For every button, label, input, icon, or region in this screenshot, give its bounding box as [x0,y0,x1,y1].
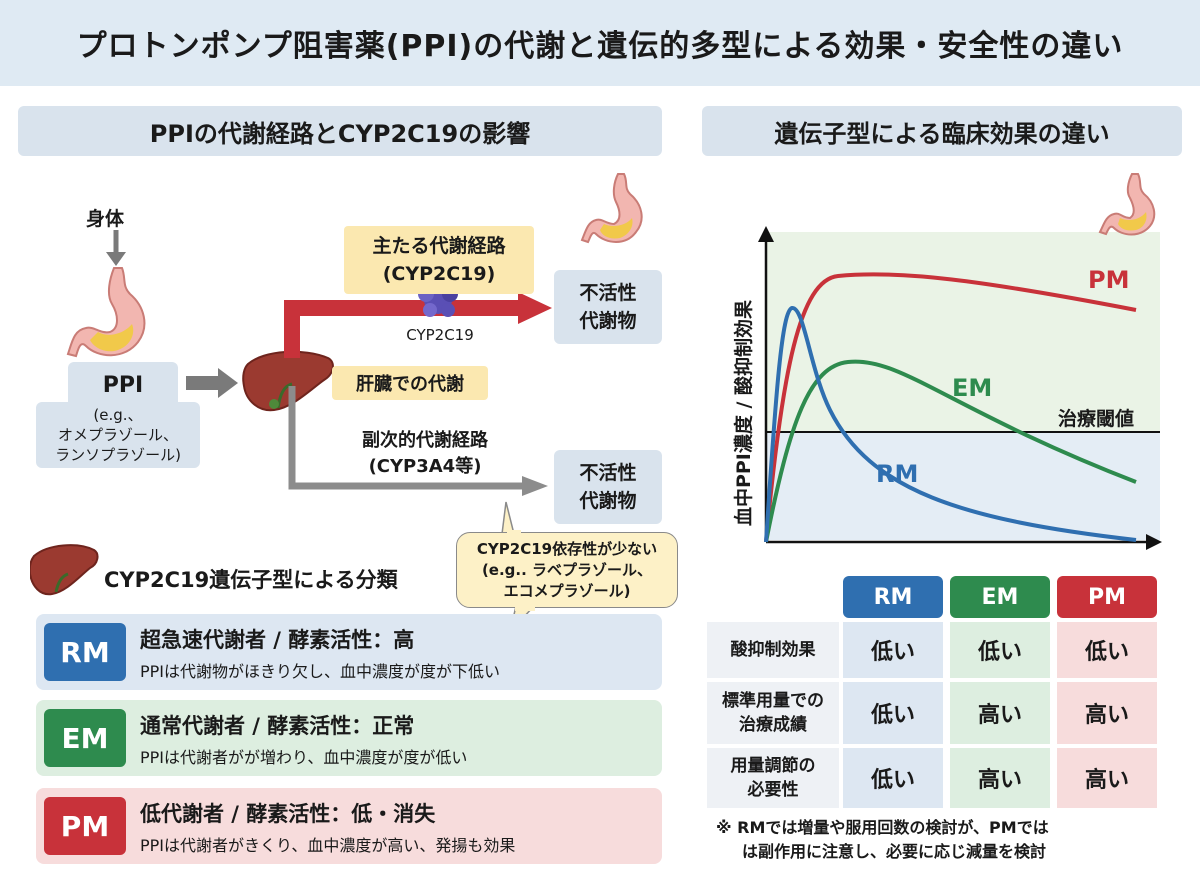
stomach-left-icon [66,267,146,358]
ppi-example-line: オメプラゾール、 [57,426,178,444]
chart-bg-below-threshold [766,432,1160,540]
rm-series-line [764,306,1137,543]
pm-desc: PPIは代謝者がきくり、血中濃度が高い、発揚も効果 [140,836,516,855]
em-desc: PPIは代謝者がが増わり、血中濃度が度が低い [140,748,468,767]
table-row-label: 酸抑制効果 [707,622,839,678]
inactive-metabolite-bottom: 不活性 代謝物 [554,450,662,524]
table-cell: 高い [1057,748,1157,808]
pm-title: 低代謝者 / 酵素活性：低・消失 [140,802,436,826]
rm-badge: RM [44,623,126,681]
card-pm: PM 低代謝者 / 酵素活性：低・消失 PPIは代謝者がきくり、血中濃度が高い、… [36,788,662,864]
rm-desc: PPIは代謝物がほきり欠し、血中濃度が度が下低い [140,662,501,681]
main-pathway-arrow-head [518,292,552,324]
table-cell: 低い [843,748,943,808]
chart-y-axis-arrow [758,226,774,242]
bubble-cover-bottom [515,603,535,611]
liver-center-icon [242,350,334,412]
table-header-rm: RM [843,576,943,618]
sub-pathway-arrow-line [288,386,524,490]
row-label-line: 用量調節の [730,756,816,776]
ppi-example-line: (e.g.、 [93,406,143,424]
body-label: 身体 [86,208,125,230]
footnote-line: ※ RMでは増量や服用回数の検討が、PMでは [716,818,1049,837]
row-label-line: 治療成績 [739,715,807,735]
rm-title: 超急速代謝者 / 酵素活性：高 [140,628,415,652]
em-series-label: EM [952,374,993,402]
ppi-liver-arrow-line [186,376,220,390]
threshold-label: 治療閾値 [1058,408,1135,430]
rm-series-label: RM [876,460,919,488]
table-cell: 低い [950,622,1050,678]
stomach-right-icon [580,173,643,244]
ppi-example-line: ランソプラゾール) [55,446,181,464]
em-badge: EM [44,709,126,767]
inactive-metabolite-top: 不活性 代謝物 [554,270,662,344]
ppi-label: PPI [68,362,178,408]
sub-pathway-enzyme: (CYP3A4等) [368,456,482,477]
sub-pathway-label: 副次的代謝経路 (CYP3A4等) [330,428,520,480]
table-cell: 高い [950,748,1050,808]
page-title: プロトンポンプ阻害薬(PPI)の代謝と遺伝的多型による効果・安全性の違い [0,0,1200,86]
inactive-top-line1: 不活性 [579,282,637,304]
callout-line2: (e.g.. ラベプラゾール、 [481,560,653,579]
sub-pathway-title: 副次的代謝経路 [362,430,488,451]
table-cell: 低い [843,682,943,744]
liver-label: 肝臓での代謝 [332,366,488,400]
table-header-em: EM [950,576,1050,618]
row-label-line: 標準用量での [722,691,824,711]
row-label-line: 酸抑制効果 [730,640,816,660]
footnote: ※ RMでは増量や服用回数の検討が、PMでは は副作用に注意し、必要に応じ減量を… [716,816,1176,864]
classification-heading: CYP2C19遺伝子型による分類 [104,568,398,592]
callout-line3: エコメプラゾール) [503,581,631,600]
pm-series-label: PM [1088,266,1130,294]
main-pathway-title: 主たる代謝経路 [372,235,506,257]
main-pathway-enzyme: (CYP2C19) [382,263,496,285]
liver-small-icon [30,544,99,596]
table-cell: 低い [843,622,943,678]
em-series-line [764,359,1137,543]
stomach-chart-icon [1098,173,1156,236]
footnote-line: は副作用に注意し、必要に応じ減量を検討 [742,842,1047,861]
rabeprazole-callout: CYP2C19依存性が少ない (e.g.. ラベプラゾール、 エコメプラゾール) [456,532,678,608]
chart-x-axis-arrow [1146,534,1162,550]
row-label-line: 必要性 [747,780,799,800]
table-row-label: 標準用量での 治療成績 [707,682,839,744]
ppi-examples: (e.g.、 オメプラゾール、 ランソプラゾール) [36,402,200,468]
main-pathway-box: 主たる代謝経路 (CYP2C19) [344,226,534,294]
body-arrow-head [106,252,126,266]
table-row-label: 用量調節の 必要性 [707,748,839,808]
table-cell: 低い [1057,622,1157,678]
table-cell: 高い [950,682,1050,744]
left-section-header: PPIの代謝経路とCYP2C19の影響 [18,106,662,156]
table-cell: 高い [1057,682,1157,744]
card-em: EM 通常代謝者 / 酵素活性：正常 PPIは代謝者がが増わり、血中濃度が度が低… [36,700,662,776]
pm-badge: PM [44,797,126,855]
chart-y-label: 血中PPI濃度 / 酸抑制効果 [732,299,755,527]
table-header-pm: PM [1057,576,1157,618]
card-rm: RM 超急速代謝者 / 酵素活性：高 PPIは代謝物がほきり欠し、血中濃度が度が… [36,614,662,690]
bubble-cover-top [507,530,521,536]
inactive-top-line2: 代謝物 [579,310,637,332]
em-title: 通常代謝者 / 酵素活性：正常 [140,714,415,738]
enzyme-label: CYP2C19 [406,326,474,344]
ppi-liver-arrow-head [218,368,238,398]
inactive-bottom-line2: 代謝物 [579,490,637,512]
callout-line1: CYP2C19依存性が少ない [476,539,658,558]
concentration-chart [758,173,1162,550]
inactive-bottom-line1: 不活性 [579,462,637,484]
right-section-header: 遺伝子型による臨床効果の違い [702,106,1182,156]
pm-series-line [764,272,1137,543]
sub-pathway-arrow-head [522,476,548,496]
chart-bg-above-threshold [766,232,1160,432]
